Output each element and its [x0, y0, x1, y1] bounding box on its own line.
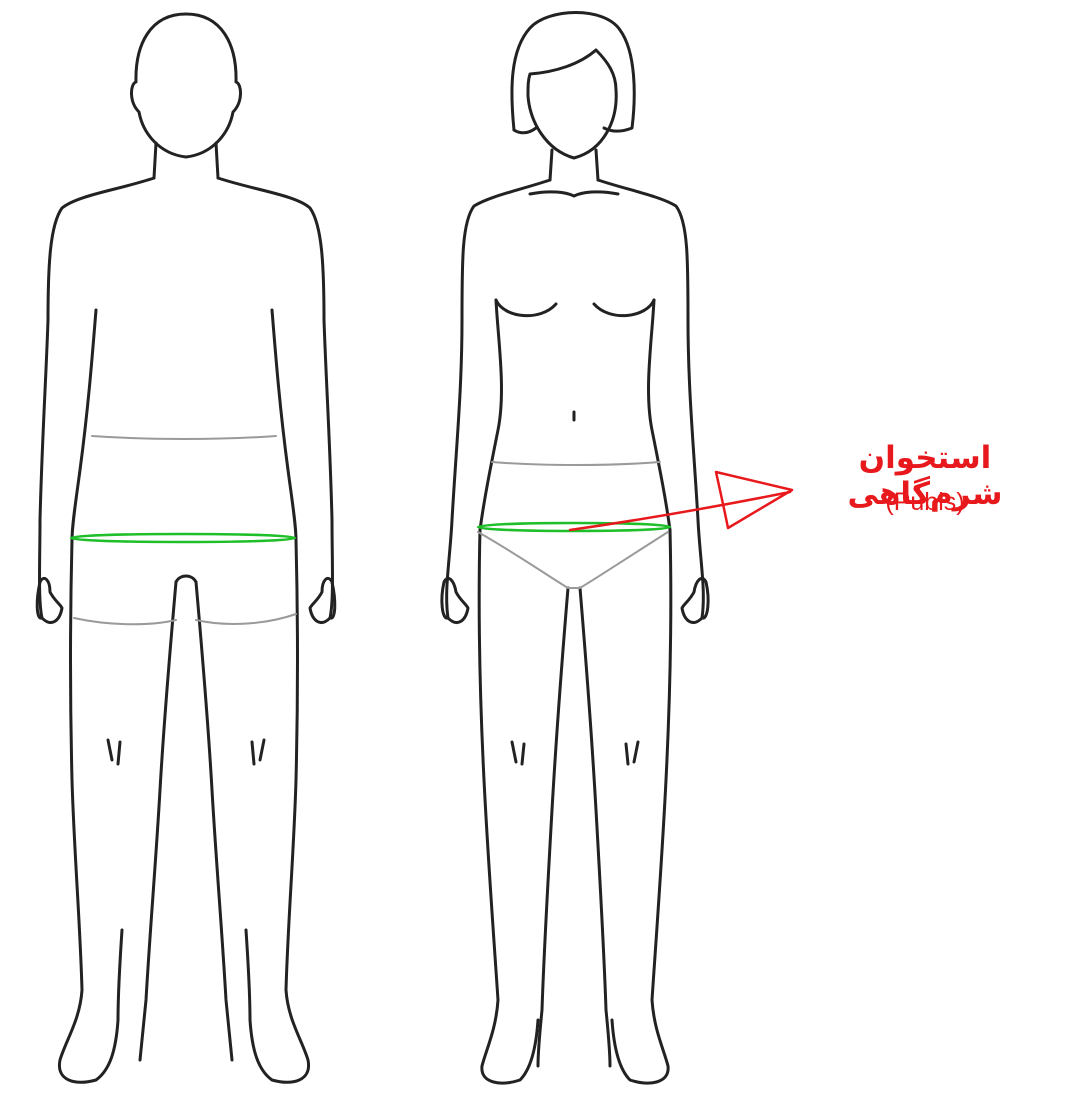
- female-underwear-bottom: [478, 532, 668, 588]
- female-figure: [442, 13, 708, 1084]
- female-collarbone: [530, 192, 618, 196]
- pubis-arrow: [570, 472, 792, 530]
- pubis-label-english: (Pubis): [820, 488, 1030, 517]
- male-leg-outer-right: [246, 540, 309, 1082]
- female-leg-outer-right: [612, 530, 671, 1083]
- male-pubis-line: [71, 534, 295, 542]
- female-leg-inner-right: [580, 588, 610, 1066]
- male-torso-outline: [40, 178, 333, 618]
- male-knee-marks: [108, 740, 264, 764]
- female-underwear-waistband: [492, 462, 660, 465]
- male-shorts-waistband: [92, 436, 276, 439]
- male-shorts-hem: [74, 614, 296, 624]
- male-figure: [37, 14, 335, 1082]
- female-torso-outline: [447, 180, 704, 618]
- male-shorts: [74, 436, 296, 624]
- male-leg-inner-left: [140, 582, 176, 1060]
- female-hair-left: [514, 128, 536, 133]
- male-head: [131, 14, 240, 157]
- female-bust: [496, 300, 654, 316]
- female-neck: [550, 150, 598, 180]
- female-waist-right: [649, 300, 670, 530]
- male-inner-arm-left: [72, 310, 96, 540]
- female-waist-left: [480, 300, 501, 530]
- male-inner-arm-right: [272, 310, 296, 540]
- female-face: [528, 50, 616, 158]
- female-leg-inner-left: [538, 588, 568, 1066]
- male-leg-inner-right: [196, 582, 232, 1060]
- female-leg-outer-left: [479, 530, 538, 1083]
- male-crotch: [176, 576, 196, 582]
- female-knee-marks: [512, 742, 638, 764]
